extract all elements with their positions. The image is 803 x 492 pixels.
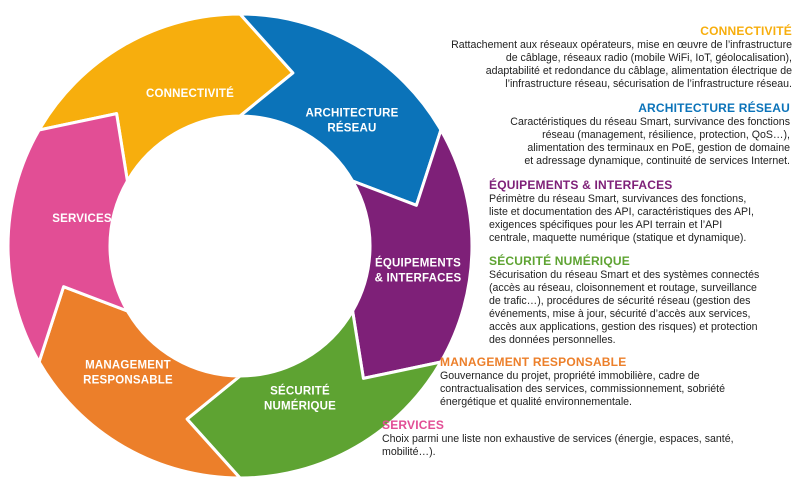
cycle-label-line: SÉCURITÉ [270,385,330,398]
description-line: l’infrastructure réseau, sécurisation de… [505,78,792,90]
description-line: Sécurisation du réseau Smart et des syst… [489,269,760,281]
cycle-label-connectivite: CONNECTIVITÉ [146,87,234,100]
description-line: de câblage, réseaux radio (mobile WiFi, … [505,52,792,64]
description-line: centrale, maquette numérique (statique e… [489,232,747,244]
description-line: de trafic…), procédures de sécurité rése… [489,295,751,307]
description-line: et adressage dynamique, continuité de se… [524,155,790,167]
cycle-label-services: SERVICES [52,213,112,225]
cycle-label-equipements: ÉQUIPEMENTS & INTERFACES [375,257,462,285]
cycle-label-securite: SÉCURITÉ NUMÉRIQUE [264,385,336,413]
description-line: exigences spécifiques pour les API terra… [489,219,723,231]
description-title: SERVICES [382,418,445,432]
description-line: accès aux applications, gestion des risq… [489,321,758,333]
description-title: SÉCURITÉ NUMÉRIQUE [489,254,630,268]
description-line: Choix parmi une liste non exhaustive de … [382,433,734,445]
description-title: ÉQUIPEMENTS & INTERFACES [489,178,673,192]
description-line: (accès au réseau, cloisonnement et routa… [489,282,757,294]
description-line: Périmètre du réseau Smart, survivances d… [489,193,747,205]
description-title: CONNECTIVITÉ [700,24,792,38]
cycle-label-line: & INTERFACES [375,273,462,285]
description-line: liste et documentation des API, caractér… [489,206,754,218]
description-line: adaptabilité et redondance du câblage, a… [485,65,792,77]
description-line: des données personnelles. [489,334,616,346]
description-title: ARCHITECTURE RÉSEAU [638,101,790,115]
cycle-label-line: MANAGEMENT [85,360,171,372]
description-line: mobilité…). [382,446,436,458]
cycle-diagram: CONNECTIVITÉ ARCHITECTURE RÉSEAU ÉQUIPEMENT… [6,12,474,480]
description-title: MANAGEMENT RESPONSABLE [440,355,627,369]
cycle-label-line: RESPONSABLE [83,375,173,387]
cycle-label-architecture: ARCHITECTURE RÉSEAU [305,108,398,135]
description-line: Caractéristiques du réseau Smart, surviv… [510,116,790,128]
cycle-label-line: ARCHITECTURE [305,108,398,120]
description-line: énergétique et qualité environnementale. [440,396,633,408]
cycle-label-line: CONNECTIVITÉ [146,87,234,100]
description-line: alimentation des terminaux en PoE, gesti… [527,142,790,154]
description-line: contractualisation des services, commiss… [440,383,725,395]
description-line: Gouvernance du projet, propriété immobil… [440,370,700,382]
cycle-label-management: MANAGEMENT RESPONSABLE [83,360,173,387]
cycle-label-line: ÉQUIPEMENTS [375,257,461,270]
cycle-segment-services [6,112,129,364]
cycle-label-line: RÉSEAU [327,122,376,135]
cycle-label-line: NUMÉRIQUE [264,400,336,413]
cycle-label-line: SERVICES [52,213,112,225]
description-line: événements, mise à jour, sécurité d’accè… [489,308,751,320]
description-line: Rattachement aux réseaux opérateurs, mis… [451,39,792,51]
description-line: réseau (management, résilience, protecti… [542,129,790,141]
